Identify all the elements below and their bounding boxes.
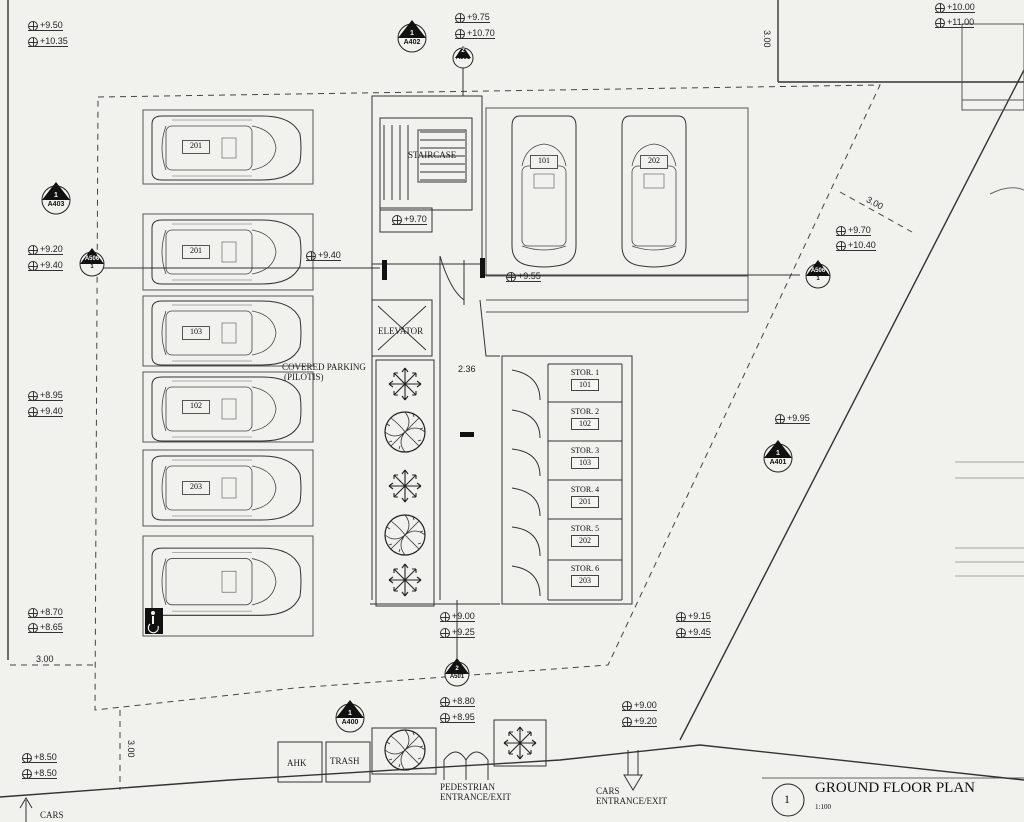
storage-5-number: 202 (571, 535, 599, 547)
storage-3-number: 103 (571, 457, 599, 469)
level-mark: +9.40 (28, 260, 63, 271)
cars-entrance-label: CARS (596, 786, 620, 796)
storage-6-name: STOR. 6 (570, 564, 600, 573)
section-marker-2-ref: A501 (455, 55, 471, 61)
plan-number: 1 (784, 792, 790, 806)
covered-parking-sub-label: (PILOTIS) (284, 372, 324, 382)
cars-arrow-label: CARS (40, 810, 64, 820)
level-mark: +10.35 (28, 36, 68, 47)
storage-6-number: 203 (571, 575, 599, 587)
level-mark: +8.95 (28, 390, 63, 401)
storage-4-name: STOR. 4 (570, 485, 600, 494)
trash-label: TRASH (330, 756, 360, 766)
level-mark: +8.50 (22, 752, 57, 763)
level-mark: +10.40 (836, 240, 876, 251)
storage-5-name: STOR. 5 (570, 524, 600, 533)
parking-space-right-2: 202 (640, 155, 668, 169)
section-marker-1-num: 1 (410, 30, 414, 37)
storage-3: STOR. 3 103 (563, 446, 607, 469)
ahk-label: AHK (287, 758, 307, 768)
level-mark: +9.40 (306, 250, 341, 261)
level-mark: +9.20 (622, 716, 657, 727)
section-marker-5-num: 1 (816, 276, 820, 282)
dimension-label: 3.00 (36, 654, 54, 664)
section-marker-7-ref: A501 (449, 674, 465, 680)
storage-2-name: STOR. 2 (570, 407, 600, 416)
cars-entrance-sub-label: ENTRANCE/EXIT (596, 796, 667, 806)
parking-space-left-1: 201 (182, 140, 210, 154)
section-marker-7-num: 2 (455, 666, 459, 672)
parking-space-left-4: 102 (182, 400, 210, 414)
level-mark: +9.70 (836, 225, 871, 236)
section-marker-1-ref: A402 (403, 39, 421, 46)
section-marker-5-ref: A506 (810, 268, 826, 274)
section-marker-8-num: 1 (348, 710, 352, 717)
level-mark: +9.95 (775, 413, 810, 424)
level-mark: +8.65 (28, 622, 63, 633)
section-marker-3-ref: A403 (47, 201, 65, 208)
level-mark: +9.70 (392, 214, 427, 225)
level-mark: +8.95 (440, 712, 475, 723)
section-marker-2-num: 2 (461, 48, 465, 54)
level-mark: +9.40 (28, 406, 63, 417)
elevator-label: ELEVATOR (378, 326, 424, 336)
level-mark: +9.20 (28, 244, 63, 255)
storage-4: STOR. 4 201 (563, 485, 607, 508)
section-marker-5: A506 1 (806, 267, 830, 283)
dimension-label: 2.36 (458, 364, 476, 374)
covered-parking-label: COVERED PARKING (282, 362, 366, 372)
pedestrian-entrance-sub-label: ENTRANCE/EXIT (440, 792, 511, 802)
storage-1-number: 101 (571, 379, 599, 391)
level-mark: +8.70 (28, 607, 63, 618)
level-mark: +10.70 (455, 28, 495, 39)
level-mark: +8.80 (440, 696, 475, 707)
storage-1-name: STOR. 1 (570, 368, 600, 377)
storage-5: STOR. 5 202 (563, 524, 607, 547)
dimension-label: 3.00 (126, 740, 136, 758)
storage-6: STOR. 6 203 (563, 564, 607, 587)
level-mark: +9.75 (455, 12, 490, 23)
parking-space-left-3: 103 (182, 326, 210, 340)
level-mark: +10.00 (935, 2, 975, 13)
storage-2-number: 102 (571, 418, 599, 430)
level-mark: +9.50 (28, 20, 63, 31)
level-mark: +9.25 (440, 627, 475, 638)
level-mark: +11.00 (935, 17, 975, 28)
pedestrian-entrance-label: PEDESTRIAN (440, 782, 496, 792)
storage-2: STOR. 2 102 (563, 407, 607, 430)
storage-3-name: STOR. 3 (570, 446, 600, 455)
storage-4-number: 201 (571, 496, 599, 508)
level-mark: +9.45 (676, 627, 711, 638)
level-mark: +9.15 (676, 611, 711, 622)
section-marker-8-ref: A400 (341, 719, 359, 726)
level-mark: +9.55 (506, 271, 541, 282)
level-mark: +9.00 (440, 611, 475, 622)
section-marker-6-num: 1 (776, 450, 780, 457)
level-mark: +8.50 (22, 768, 57, 779)
section-marker-3-num: 1 (54, 192, 58, 199)
dimension-label: 3.00 (762, 30, 772, 48)
storage-1: STOR. 1 101 (563, 368, 607, 391)
section-marker-4-num: 1 (90, 264, 94, 270)
section-marker-4-ref: A506 (84, 256, 100, 262)
parking-space-right-1: 101 (530, 155, 558, 169)
section-marker-4: A506 1 (80, 255, 104, 271)
plan-title: GROUND FLOOR PLAN (815, 780, 976, 796)
parking-space-left-2: 201 (182, 245, 210, 259)
parking-space-left-5: 203 (182, 481, 210, 495)
level-mark: +9.00 (622, 700, 657, 711)
plan-scale: 1:100 (815, 803, 831, 811)
staircase-label: STAIRCASE (408, 150, 457, 160)
section-marker-6-ref: A401 (769, 459, 787, 466)
